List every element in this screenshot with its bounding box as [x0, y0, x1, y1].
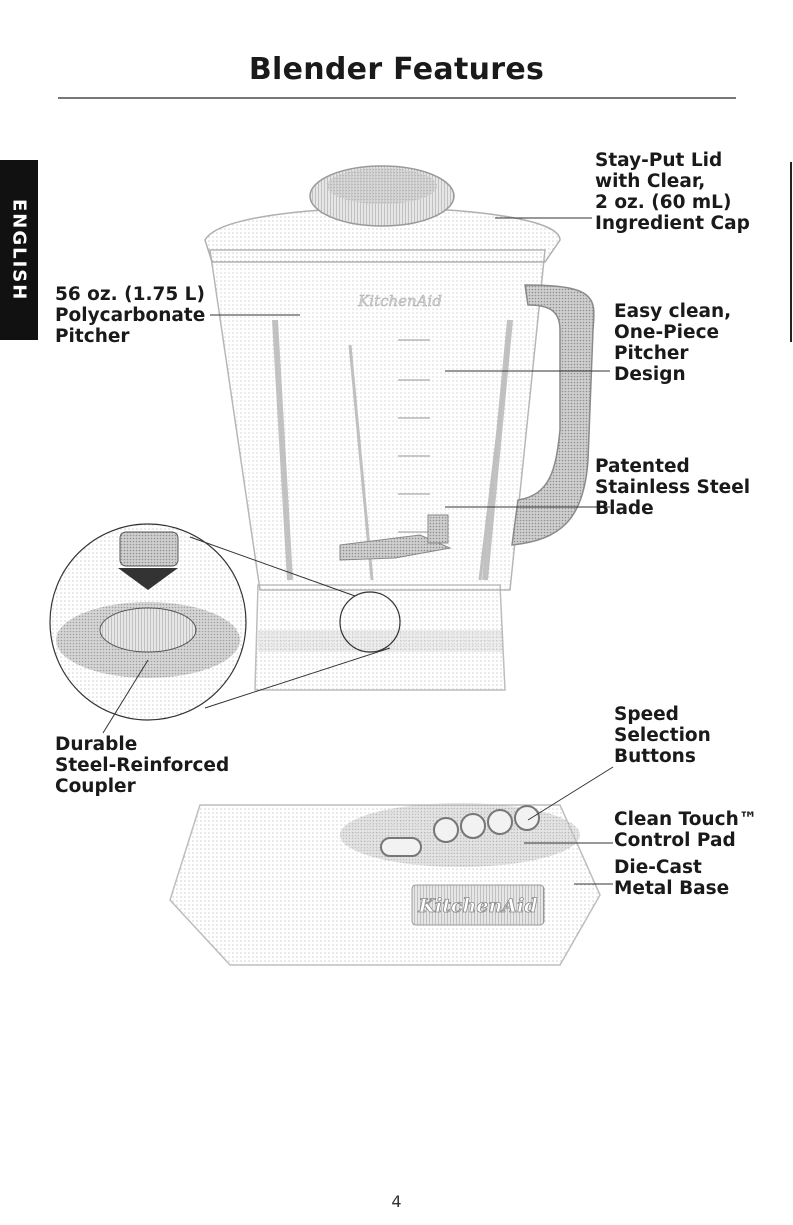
blade-hub	[427, 514, 449, 544]
page-title: Blender Features	[248, 52, 545, 87]
callout-lid: Stay-Put Lid with Clear, 2 oz. (60 mL) I…	[595, 150, 750, 234]
speed-button-4	[514, 805, 540, 831]
language-tab-label: ENGLISH	[8, 198, 30, 302]
blade	[339, 534, 452, 561]
speed-button-3	[487, 809, 513, 835]
callout-pitcher-design: Easy clean, One-Piece Pitcher Design	[614, 301, 732, 385]
pitcher-inner-left	[348, 344, 374, 581]
base-badge	[411, 884, 545, 926]
pitcher-rib-left	[272, 319, 293, 581]
power-button	[380, 837, 422, 857]
title-rule	[58, 97, 736, 99]
callout-blade: Patented Stainless Steel Blade	[595, 456, 751, 519]
page-number: 4	[391, 1192, 402, 1211]
callout-speed-buttons: Speed Selection Buttons	[614, 704, 711, 767]
handle	[511, 284, 595, 546]
speed-button-2	[460, 813, 486, 839]
collar-band	[258, 630, 503, 652]
coupler-detail-circle	[339, 591, 401, 653]
callout-pitcher: 56 oz. (1.75 L) Polycarbonate Pitcher	[55, 284, 206, 347]
page-edge-mark	[790, 162, 792, 342]
measurement-marks	[398, 339, 430, 533]
callout-base: Die-Cast Metal Base	[614, 857, 730, 899]
control-pad	[340, 803, 580, 867]
language-tab: ENGLISH	[0, 160, 38, 340]
callout-lines	[102, 217, 614, 885]
speed-button-1	[433, 817, 459, 843]
ingredient-cap-top	[327, 168, 437, 204]
callout-control-pad: Clean Touch™ Control Pad	[614, 809, 758, 851]
pitcher-logo: KitchenAid	[357, 292, 442, 310]
pitcher-inner-right	[478, 329, 512, 581]
callout-coupler: Durable Steel-Reinforced Coupler	[55, 734, 230, 797]
arrow-down-icon	[118, 568, 178, 590]
coupler-drive	[119, 531, 179, 567]
coupler-center	[99, 607, 197, 653]
base-logo: KitchenAid	[417, 895, 537, 917]
